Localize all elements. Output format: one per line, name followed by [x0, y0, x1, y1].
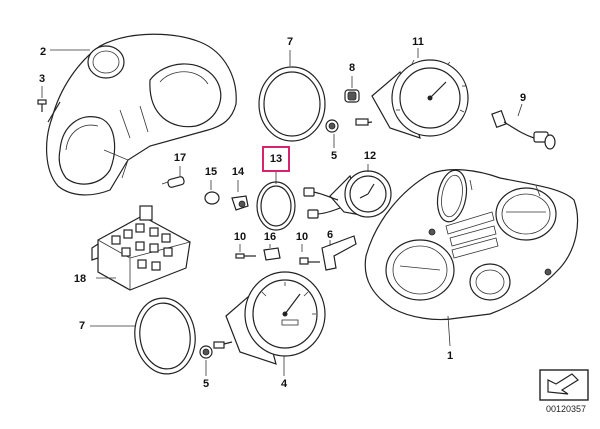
part-12-clock	[303, 164, 392, 219]
part-7-ring-lower	[90, 297, 196, 375]
part-4-speedometer	[213, 271, 326, 376]
part-5-nut-lower	[199, 345, 213, 376]
part-3-screw	[37, 86, 47, 112]
callout-label-8: 8	[348, 62, 356, 74]
part-10-screw-left	[235, 244, 256, 259]
callout-label-17: 17	[173, 152, 187, 164]
part-16-clip	[263, 244, 281, 261]
callout-label-11: 11	[412, 36, 424, 48]
part-13-ring	[256, 172, 296, 231]
callout-label-3: 3	[38, 73, 46, 85]
callout-label-15: 15	[204, 166, 218, 178]
part-9-cable	[491, 103, 556, 150]
reference-arrow-box	[539, 369, 589, 401]
part-15-socket	[204, 180, 220, 205]
highlight-box	[262, 146, 290, 172]
part-17-bulb	[161, 166, 185, 188]
part-11-tachometer	[355, 48, 469, 139]
callout-label-10-left: 10	[233, 231, 247, 243]
callout-label-5-upper: 5	[330, 150, 338, 162]
callout-label-9: 9	[519, 92, 527, 104]
callout-label-6: 6	[326, 229, 334, 241]
callout-label-7-upper: 7	[286, 36, 294, 48]
part-14-lamp-holder	[231, 180, 249, 211]
part-18-module	[91, 205, 191, 291]
callout-label-14: 14	[231, 166, 245, 178]
callout-label-2: 2	[39, 46, 47, 58]
callout-label-10-right: 10	[295, 231, 309, 243]
part-2-cover	[46, 33, 237, 196]
callout-label-7-lower: 7	[78, 320, 86, 332]
callout-label-13: 13	[269, 153, 283, 165]
callout-label-5-lower: 5	[202, 378, 210, 390]
callout-label-18: 18	[73, 273, 87, 285]
part-7-ring-upper	[258, 50, 326, 142]
callout-label-1: 1	[446, 350, 454, 362]
part-10-screw-right	[299, 244, 320, 265]
part-1-housing	[364, 169, 579, 347]
part-5-nut-upper	[325, 119, 339, 148]
callout-label-16: 16	[263, 231, 277, 243]
callout-label-4: 4	[280, 378, 288, 390]
part-6-bracket	[321, 235, 357, 271]
part-8-knob	[344, 76, 360, 103]
callout-label-12: 12	[363, 150, 377, 162]
reference-number: 00120357	[546, 404, 587, 414]
